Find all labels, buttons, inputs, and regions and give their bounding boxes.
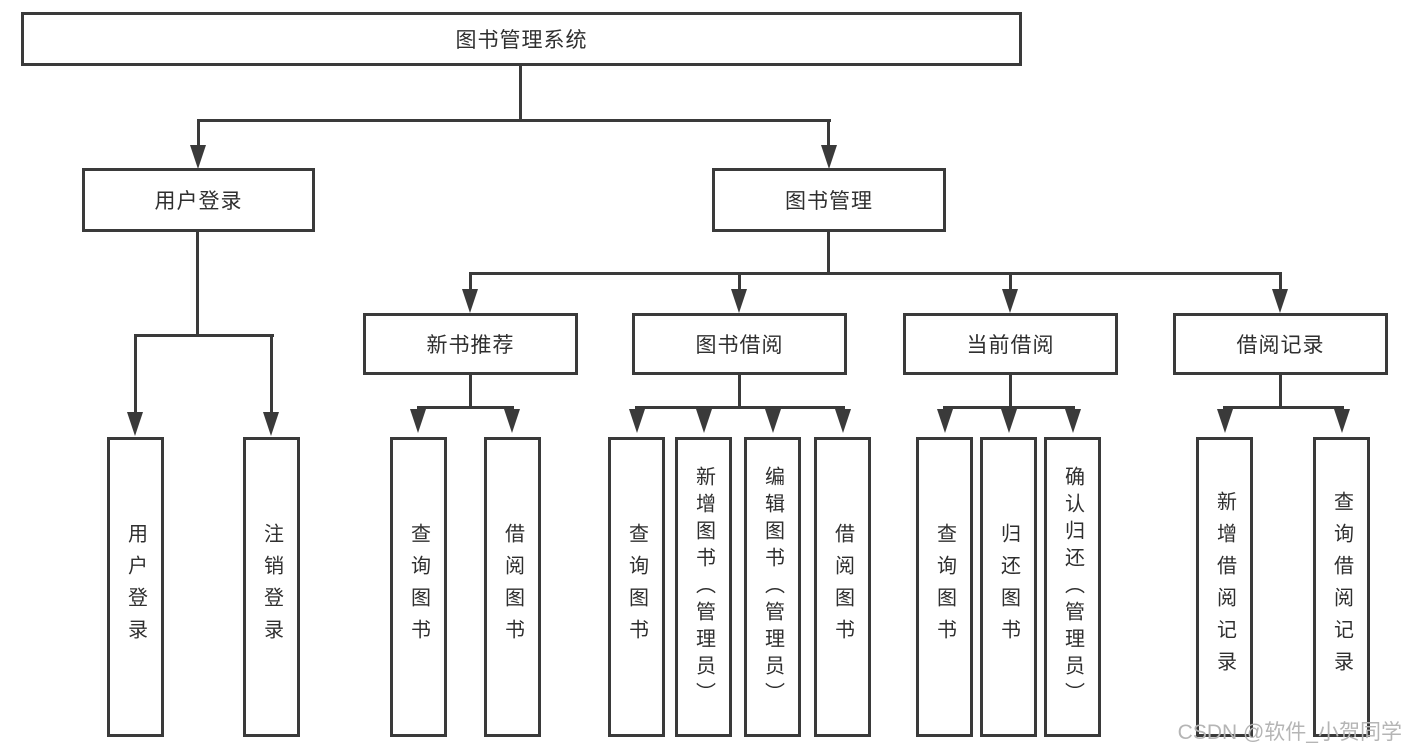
leaf-query-books-borrow: 查询图书 — [608, 437, 665, 737]
leaf-return-books: 归还图书 — [980, 437, 1037, 737]
connector-drop-level3 — [469, 272, 472, 291]
connector-drop-level3 — [1009, 272, 1012, 291]
leaf-confirm-return-admin: 确认归还（管理员） — [1044, 437, 1101, 737]
connector-new-book-horizontal — [417, 406, 514, 409]
leaf-borrow-books-recommend: 借阅图书 — [484, 437, 541, 737]
leaf-label: 借阅图书 — [831, 523, 854, 651]
leaf-label: 新增借阅记录 — [1213, 491, 1236, 683]
arrow-down-icon — [1065, 409, 1081, 433]
arrow-down-icon — [1217, 409, 1233, 433]
arrow-down-icon — [127, 412, 143, 436]
leaf-label: 新增图书（管理员） — [692, 465, 715, 709]
arrow-down-icon — [937, 409, 953, 433]
leaf-label: 归还图书 — [997, 523, 1020, 651]
connector-drop-book-management — [827, 119, 830, 147]
leaf-borrow-books: 借阅图书 — [814, 437, 871, 737]
arrow-down-icon — [504, 409, 520, 433]
node-current-borrow: 当前借阅 — [903, 313, 1118, 375]
connector-book-borrow-stem — [738, 375, 741, 409]
arrow-down-icon — [835, 409, 851, 433]
leaf-label: 查询图书 — [407, 523, 430, 651]
node-user-login: 用户登录 — [82, 168, 315, 232]
connector-root-stem — [519, 66, 522, 122]
leaf-label: 确认归还（管理员） — [1061, 465, 1084, 709]
leaf-logout: 注销登录 — [243, 437, 300, 737]
node-new-book-recommend: 新书推荐 — [363, 313, 578, 375]
connector-new-book-stem — [469, 375, 472, 409]
leaf-query-borrow-record: 查询借阅记录 — [1313, 437, 1370, 737]
node-borrow-records: 借阅记录 — [1173, 313, 1388, 375]
leaf-label: 用户登录 — [124, 523, 147, 651]
connector-drop-leaf — [270, 334, 273, 412]
connector-book-management-horizontal — [469, 272, 1282, 275]
connector-current-borrow-horizontal — [943, 406, 1075, 409]
connector-book-management-stem — [827, 232, 830, 275]
arrow-down-icon — [410, 409, 426, 433]
connector-drop-level3 — [1279, 272, 1282, 291]
connector-borrow-records-stem — [1279, 375, 1282, 409]
arrow-down-icon — [765, 409, 781, 433]
connector-user-login-stem — [196, 232, 199, 337]
leaf-query-books-current: 查询图书 — [916, 437, 973, 737]
node-book-borrow: 图书借阅 — [632, 313, 847, 375]
arrow-down-icon — [629, 409, 645, 433]
leaf-label: 注销登录 — [260, 523, 283, 651]
leaf-query-books-recommend: 查询图书 — [390, 437, 447, 737]
arrow-down-icon — [190, 145, 206, 169]
leaf-edit-books-admin: 编辑图书（管理员） — [744, 437, 801, 737]
arrow-down-icon — [696, 409, 712, 433]
leaf-user-login: 用户登录 — [107, 437, 164, 737]
connector-borrow-records-horizontal — [1223, 406, 1344, 409]
csdn-watermark: CSDN @软件_小贺同学 — [1177, 721, 1402, 744]
arrow-down-icon — [821, 145, 837, 169]
node-book-management: 图书管理 — [712, 168, 946, 232]
arrow-down-icon — [1272, 289, 1288, 313]
arrow-down-icon — [462, 289, 478, 313]
leaf-label: 编辑图书（管理员） — [761, 465, 784, 709]
connector-book-borrow-horizontal — [635, 406, 845, 409]
arrow-down-icon — [731, 289, 747, 313]
connector-drop-user-login — [197, 119, 200, 147]
arrow-down-icon — [1334, 409, 1350, 433]
connector-user-login-horizontal — [134, 334, 274, 337]
leaf-label: 查询图书 — [625, 523, 648, 651]
connector-root-horizontal — [197, 119, 831, 122]
arrow-down-icon — [1001, 409, 1017, 433]
leaf-label: 查询图书 — [933, 523, 956, 651]
connector-current-borrow-stem — [1009, 375, 1012, 409]
connector-drop-leaf — [134, 334, 137, 412]
leaf-label: 查询借阅记录 — [1330, 491, 1353, 683]
arrow-down-icon — [1002, 289, 1018, 313]
node-root: 图书管理系统 — [21, 12, 1022, 66]
leaf-add-borrow-record: 新增借阅记录 — [1196, 437, 1253, 737]
leaf-add-books-admin: 新增图书（管理员） — [675, 437, 732, 737]
leaf-label: 借阅图书 — [501, 523, 524, 651]
connector-drop-level3 — [738, 272, 741, 291]
arrow-down-icon — [263, 412, 279, 436]
